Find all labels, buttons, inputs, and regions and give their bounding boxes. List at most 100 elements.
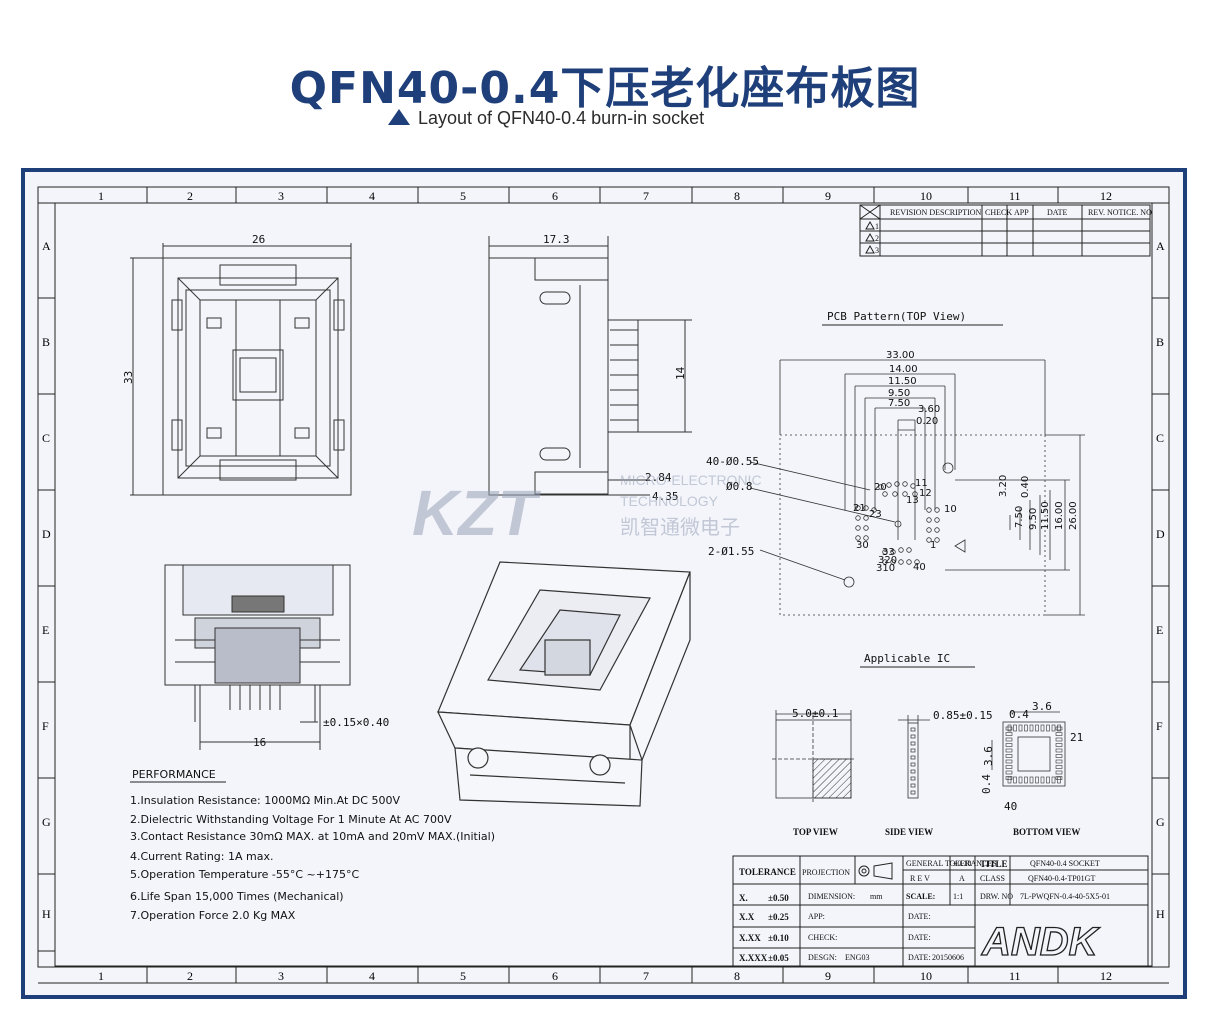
grid-row-left-G: G <box>42 815 51 829</box>
tb-dimension-label: DIMENSION: <box>808 892 855 901</box>
performance-item: 6.Life Span 15,000 Times (Mechanical) <box>130 890 344 903</box>
tb-check-label: CHECK: <box>808 933 837 942</box>
pcb-pad <box>863 535 869 541</box>
pcb-right-dim-1: 0.40 <box>1020 476 1031 498</box>
watermark-line3: 凯智通微电子 <box>620 515 740 539</box>
socket-top-view <box>130 243 352 496</box>
pcb-pad <box>926 517 932 523</box>
grid-row-right-H: H <box>1156 907 1165 921</box>
ic-bottom-pin <box>1055 754 1063 758</box>
grid-col-bottom-8: 8 <box>734 969 740 983</box>
tb-tol-row-value: ±0.25 <box>768 912 789 922</box>
ic-pin-40: 40 <box>1004 800 1017 813</box>
ic-caption-bottom: BOTTOM VIEW <box>1013 827 1080 837</box>
grid-col-top-4: 4 <box>369 189 375 203</box>
rev-row-1: 1 <box>875 222 879 231</box>
ic-bottom-view <box>991 711 1066 787</box>
pcb-pin-label-11: 310 <box>876 563 895 574</box>
tb-projection: PROJECTION <box>802 868 850 877</box>
ic-bottom-pin <box>1013 724 1017 732</box>
rev-header-notice: REV. NOTICE. NO <box>1088 208 1152 217</box>
grid-col-top-10: 10 <box>920 189 932 203</box>
pcb-pad <box>934 517 940 523</box>
rev-row-3: 3 <box>875 246 879 255</box>
ic-side-pin <box>910 776 916 781</box>
pcb-pattern <box>749 359 1085 616</box>
pcb-callout-pad: 40-Ø0.55 <box>706 455 759 468</box>
grid-col-bottom-2: 2 <box>187 969 193 983</box>
pcb-top-dim-2: 11.50 <box>888 376 917 387</box>
grid-row-left-E: E <box>42 623 49 637</box>
pcb-pin-label-10: 320 <box>878 555 897 566</box>
ic-bottom-pin <box>1018 776 1023 784</box>
tb-drw-value: 7L-PWQFN-0.4-40-5X5-01 <box>1020 892 1110 901</box>
ic-bottom-pin <box>1055 776 1063 780</box>
tb-date-label-3: DATE: <box>908 953 931 962</box>
performance-title: PERFORMANCE <box>132 768 216 781</box>
ic-bottom-pin <box>1035 776 1039 784</box>
side-view-pin-dim: 14 <box>674 366 687 380</box>
grid-col-top-8: 8 <box>734 189 740 203</box>
tb-scale-value: 1:1 <box>953 892 963 901</box>
rev-header-desc: REVISION DESCRIPTION <box>890 208 982 217</box>
tb-tol-row-value: ±0.50 <box>768 893 789 903</box>
revision-table: REVISION DESCRIPTION CHECK APP DATE REV.… <box>859 204 1152 257</box>
ic-caption-side: SIDE VIEW <box>885 827 933 837</box>
pcb-top-dim-5: 3.60 <box>918 404 940 415</box>
pcb-pin-label-9: 33 <box>882 547 895 558</box>
side-view-dim-a: 2.84 <box>645 471 672 484</box>
ic-bottom-pin <box>1024 724 1028 732</box>
tb-rev-label: R E V <box>910 874 930 883</box>
pcb-pin-label-3: 13 <box>906 495 919 506</box>
ic-bottom-pin <box>1055 726 1063 731</box>
ic-bottom-pin <box>1005 743 1013 747</box>
ic-bottom-dim-3: 0.4 <box>980 774 993 794</box>
projection-symbol-icon <box>858 862 893 880</box>
ic-bottom-pin <box>1005 759 1013 764</box>
pcb-pin-label-5: 21 <box>853 503 866 514</box>
pcb-pin-label-6: 23 <box>869 509 882 520</box>
performance-item: 7.Operation Force 2.0 Kg MAX <box>130 909 296 922</box>
pcb-title: PCB Pattern(TOP View) <box>827 310 966 323</box>
grid-col-bottom-11: 11 <box>1009 969 1021 983</box>
pcb-right-dim-5: 16.00 <box>1054 501 1065 530</box>
ic-caption-top: TOP VIEW <box>793 827 838 837</box>
pcb-pad <box>890 549 896 555</box>
ic-bottom-pin <box>1013 776 1017 784</box>
grid-col-top-7: 7 <box>643 189 649 203</box>
ic-side-pin <box>910 762 916 767</box>
ic-bottom-pin <box>1055 748 1063 753</box>
ic-bottom-pin <box>1005 748 1013 753</box>
grid-col-bottom-9: 9 <box>825 969 831 983</box>
tb-date-label-1: DATE: <box>908 912 931 921</box>
top-view-height-dim: 33 <box>122 371 135 384</box>
grid-row-left-C: C <box>42 431 50 445</box>
socket-isometric-view <box>437 561 691 807</box>
grid-row-right-B: B <box>1156 335 1164 349</box>
ic-bottom-pin <box>1005 737 1013 742</box>
ic-bottom-pin <box>1057 776 1061 784</box>
grid-col-top-11: 11 <box>1009 189 1021 203</box>
pcb-pin-label-4: 10 <box>944 504 957 515</box>
ic-bottom-pin <box>1055 743 1063 747</box>
ic-bottom-pin <box>1005 770 1013 775</box>
ic-side-pin <box>910 748 916 753</box>
tb-tol-value: ±0.10 <box>953 859 971 868</box>
pcb-pad <box>855 515 861 521</box>
ic-bottom-pin <box>1046 724 1050 732</box>
grid-row-right-A: A <box>1156 239 1165 253</box>
pcb-pin-label-12: 40 <box>913 562 926 573</box>
pcb-pad <box>871 507 877 513</box>
grid-row-right-D: D <box>1156 527 1165 541</box>
pcb-pad <box>894 481 900 487</box>
rev-header-check: CHECK <box>985 208 1012 217</box>
ic-bottom-pin <box>1005 732 1013 736</box>
grid-row-left-H: H <box>42 907 51 921</box>
ic-side-view <box>898 715 930 799</box>
ic-bottom-pin <box>1040 776 1045 784</box>
ic-side-pin <box>910 769 916 774</box>
ic-side-pin <box>910 783 916 788</box>
tb-scale-label: SCALE: <box>906 892 935 901</box>
pcb-right-dim-0: 3.20 <box>998 475 1009 497</box>
grid-col-bottom-5: 5 <box>460 969 466 983</box>
